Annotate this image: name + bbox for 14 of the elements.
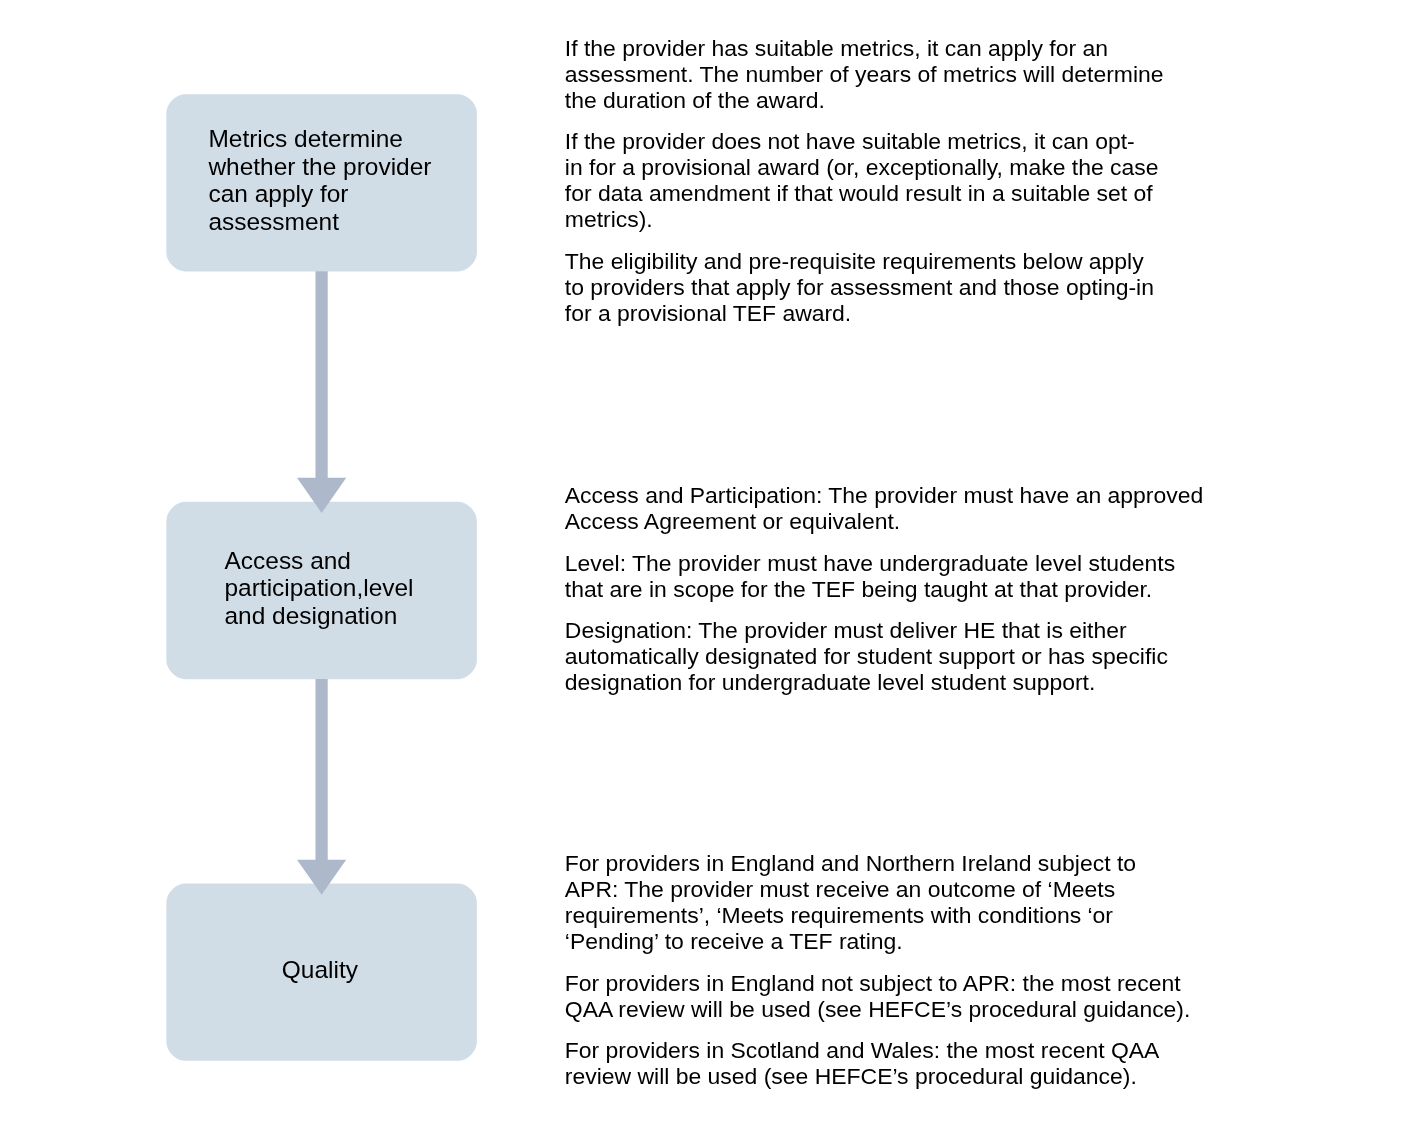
node-label: Level: The provider must have undergraduate level students that are in scope for the TEF being taught at that provider. xyxy=(564,549,1176,602)
node-box: Access and participation,level and designation xyxy=(166,501,477,680)
node-label: For providers in England and Northern Ireland subject to APR: The provider must receive an outcome of ‘Meets requirements’, ‘Meets requirements with conditions ‘or ‘Pending’ to receive a TEF rating. xyxy=(564,850,1137,955)
node-label: If the provider does not have suitable metrics, it can opt-in for a provisional award (or, exceptionally, make the case for data amendment if that would result in a suitable set of metrics). xyxy=(564,128,1159,233)
node-label: For providers in Scotland and Wales: the most recent QAA review will be used (see HEFCE’s procedural guidance). xyxy=(564,1036,1160,1089)
arrow xyxy=(297,271,347,513)
node-label: Designation: The provider must deliver HE that is either automatically designated for student support or has specific designation for undergraduate level student support. xyxy=(564,616,1168,695)
node-label: The eligibility and pre-requisite requirements below apply to providers that apply for assessment and those opting-in for a provisional TEF award. xyxy=(564,247,1154,326)
node-label: If the provider has suitable metrics, it can apply for an assessment. The number of years of metrics will determine the duration of the award. xyxy=(564,34,1164,113)
node-label: Access and Participation: The provider must have an approved Access Agreement or equivalent. xyxy=(564,482,1204,535)
node-box: Quality xyxy=(166,883,477,1061)
arrow xyxy=(297,678,347,895)
node-box: Metrics determine whether the provider can apply for assessment xyxy=(166,94,477,272)
node-label: For providers in England not subject to APR: the most recent QAA review will be used (see HEFCE’s procedural guidance). xyxy=(564,969,1191,1022)
